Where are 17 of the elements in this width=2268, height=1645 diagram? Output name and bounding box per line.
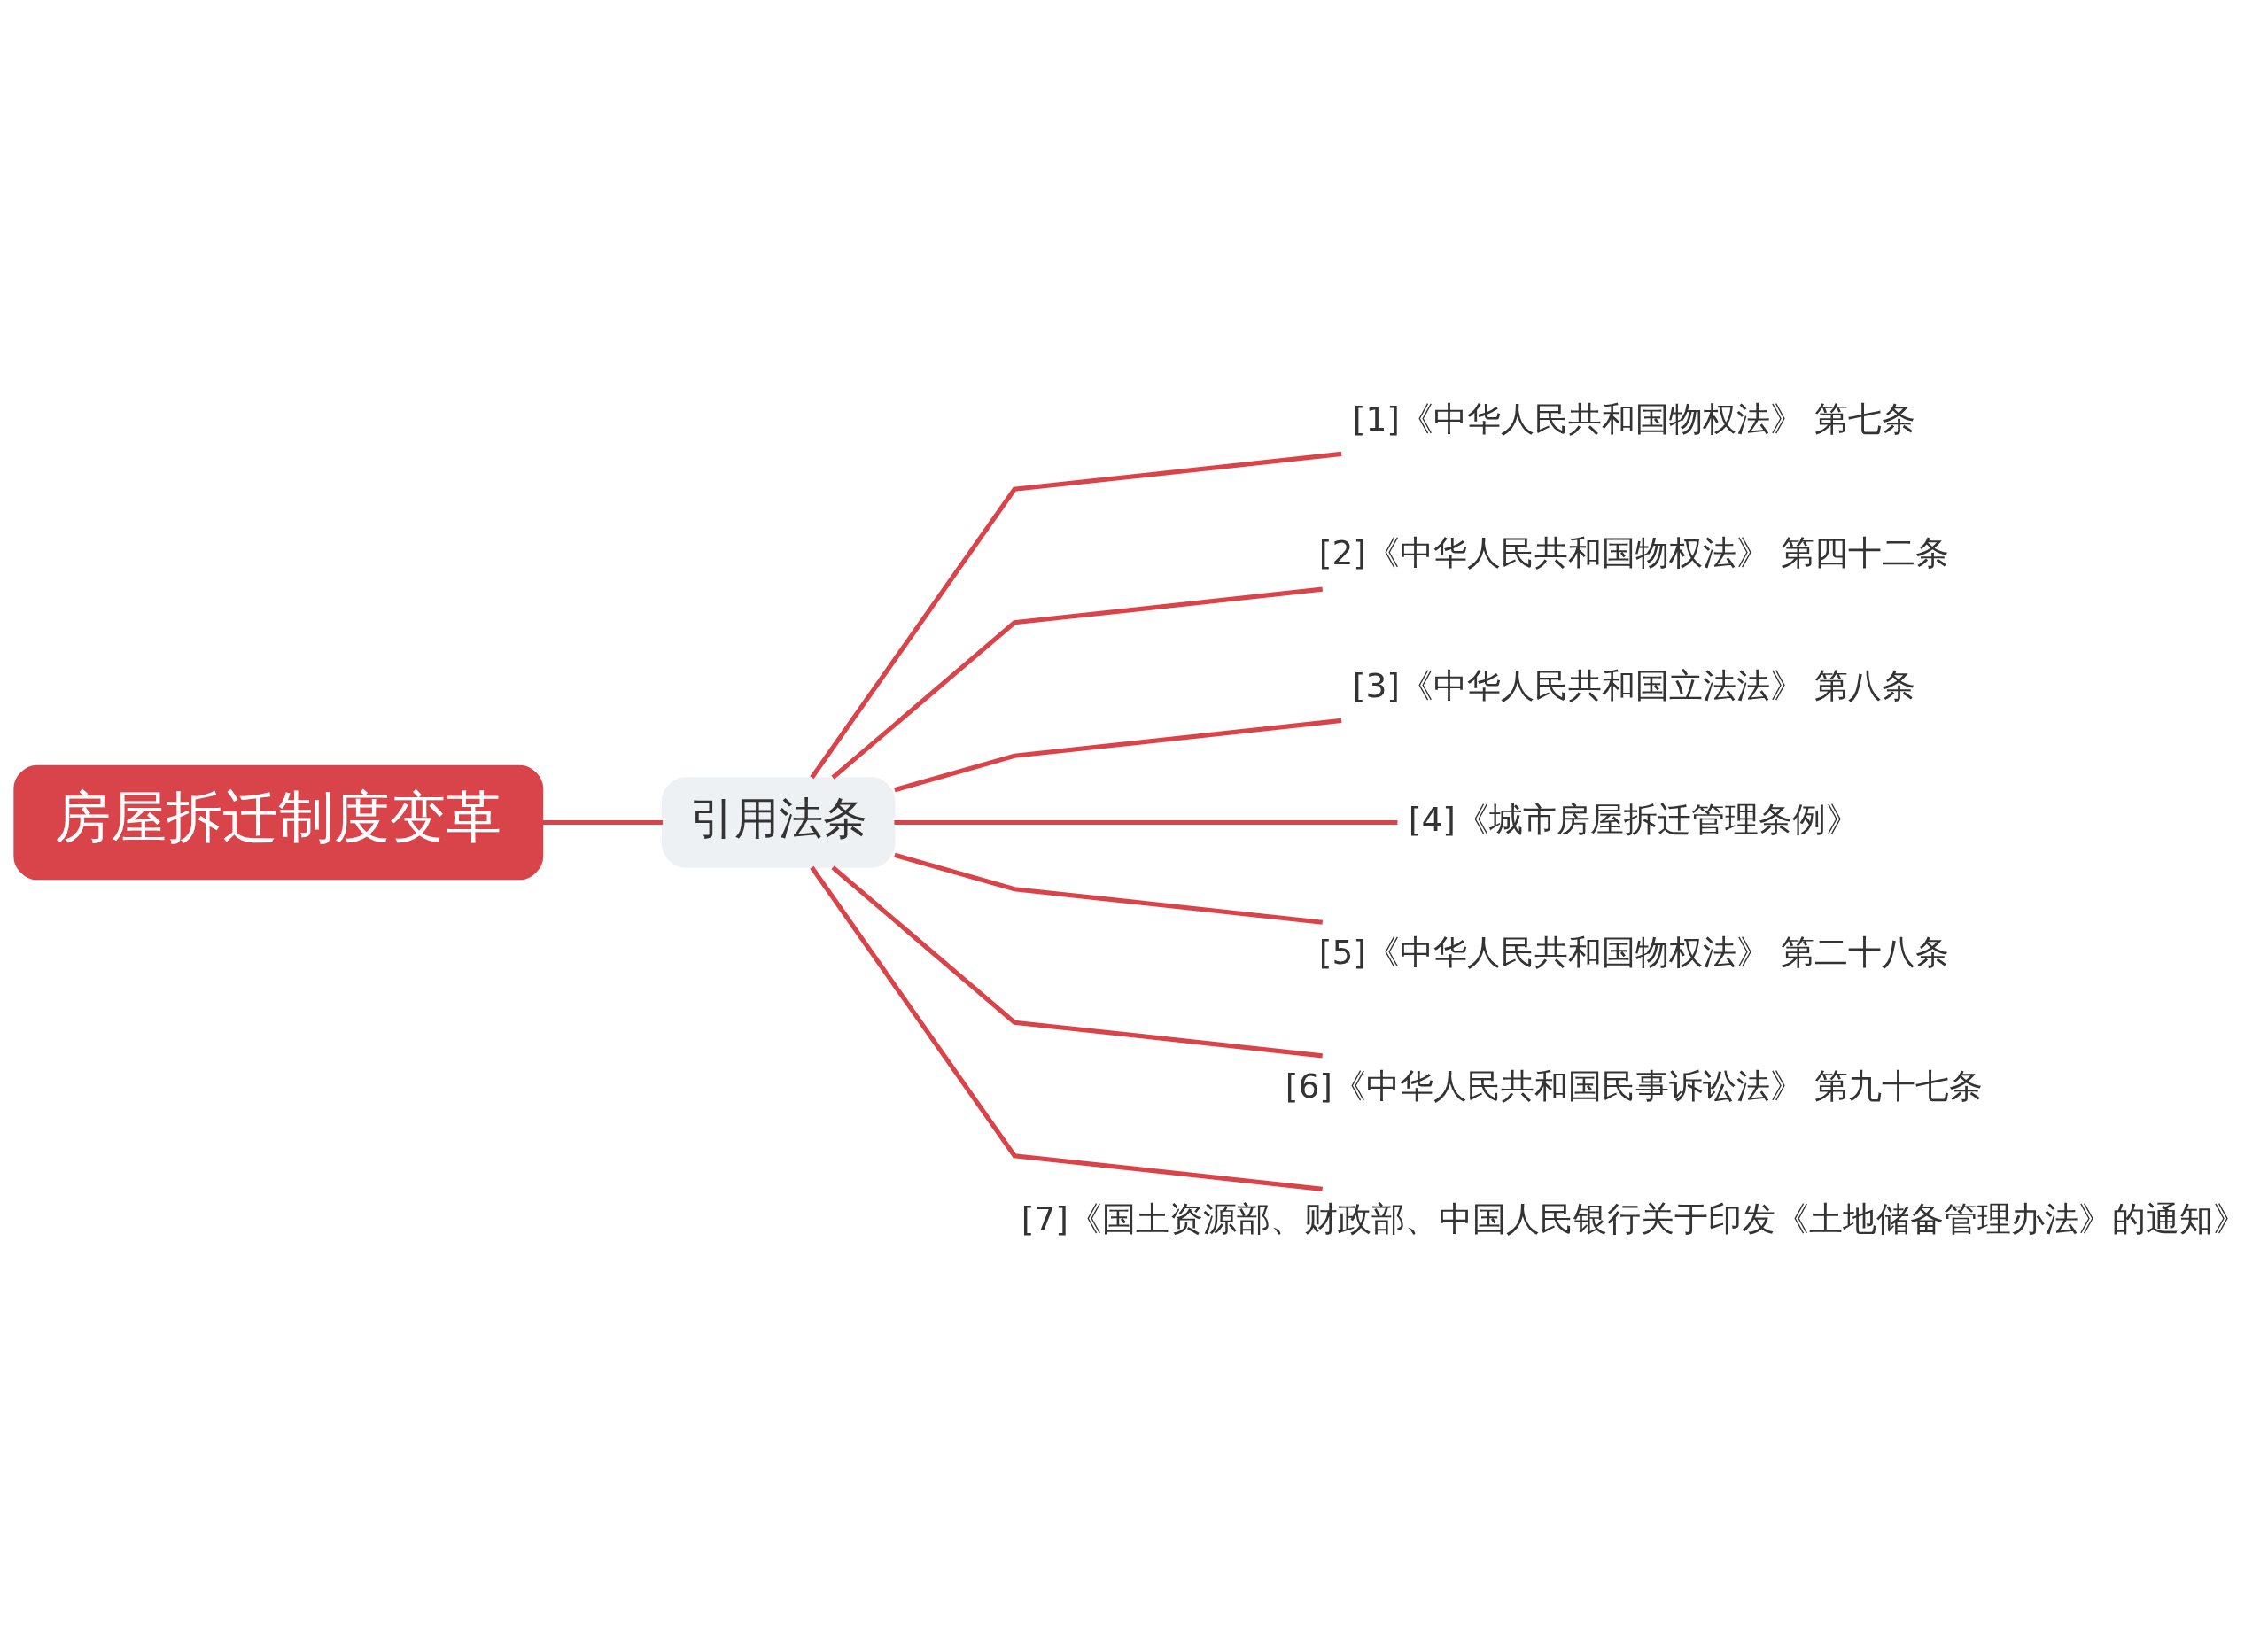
node-text: [1]《中华人民共和国物权法》 第七条 <box>1352 400 1916 439</box>
node-text: [4]《城市房屋拆迁管理条例》 <box>1408 799 1860 839</box>
connector <box>810 451 1342 780</box>
node-box: 引用法条 <box>661 777 896 868</box>
connector <box>894 819 1398 826</box>
connector <box>542 819 663 826</box>
node-box: 房屋拆迁制度变革 <box>13 764 544 881</box>
node-text: [3]《中华人民共和国立法法》 第八条 <box>1352 666 1916 706</box>
node-text: [5]《中华人民共和国物权法》 第二十八条 <box>1318 933 1950 973</box>
connector <box>831 586 1323 780</box>
node-text: [2]《中华人民共和国物权法》 第四十二条 <box>1318 532 1950 572</box>
node-text: [6]《中华人民共和国民事诉讼法》 第九十七条 <box>1285 1066 1984 1106</box>
node-text: [7]《国土资源部、财政部、中国人民银行关于印发《土地储备管理办法》的通知》 <box>1021 1199 2248 1239</box>
connector <box>894 718 1342 793</box>
connector <box>894 852 1323 925</box>
connector <box>831 865 1323 1059</box>
connector <box>810 865 1323 1191</box>
